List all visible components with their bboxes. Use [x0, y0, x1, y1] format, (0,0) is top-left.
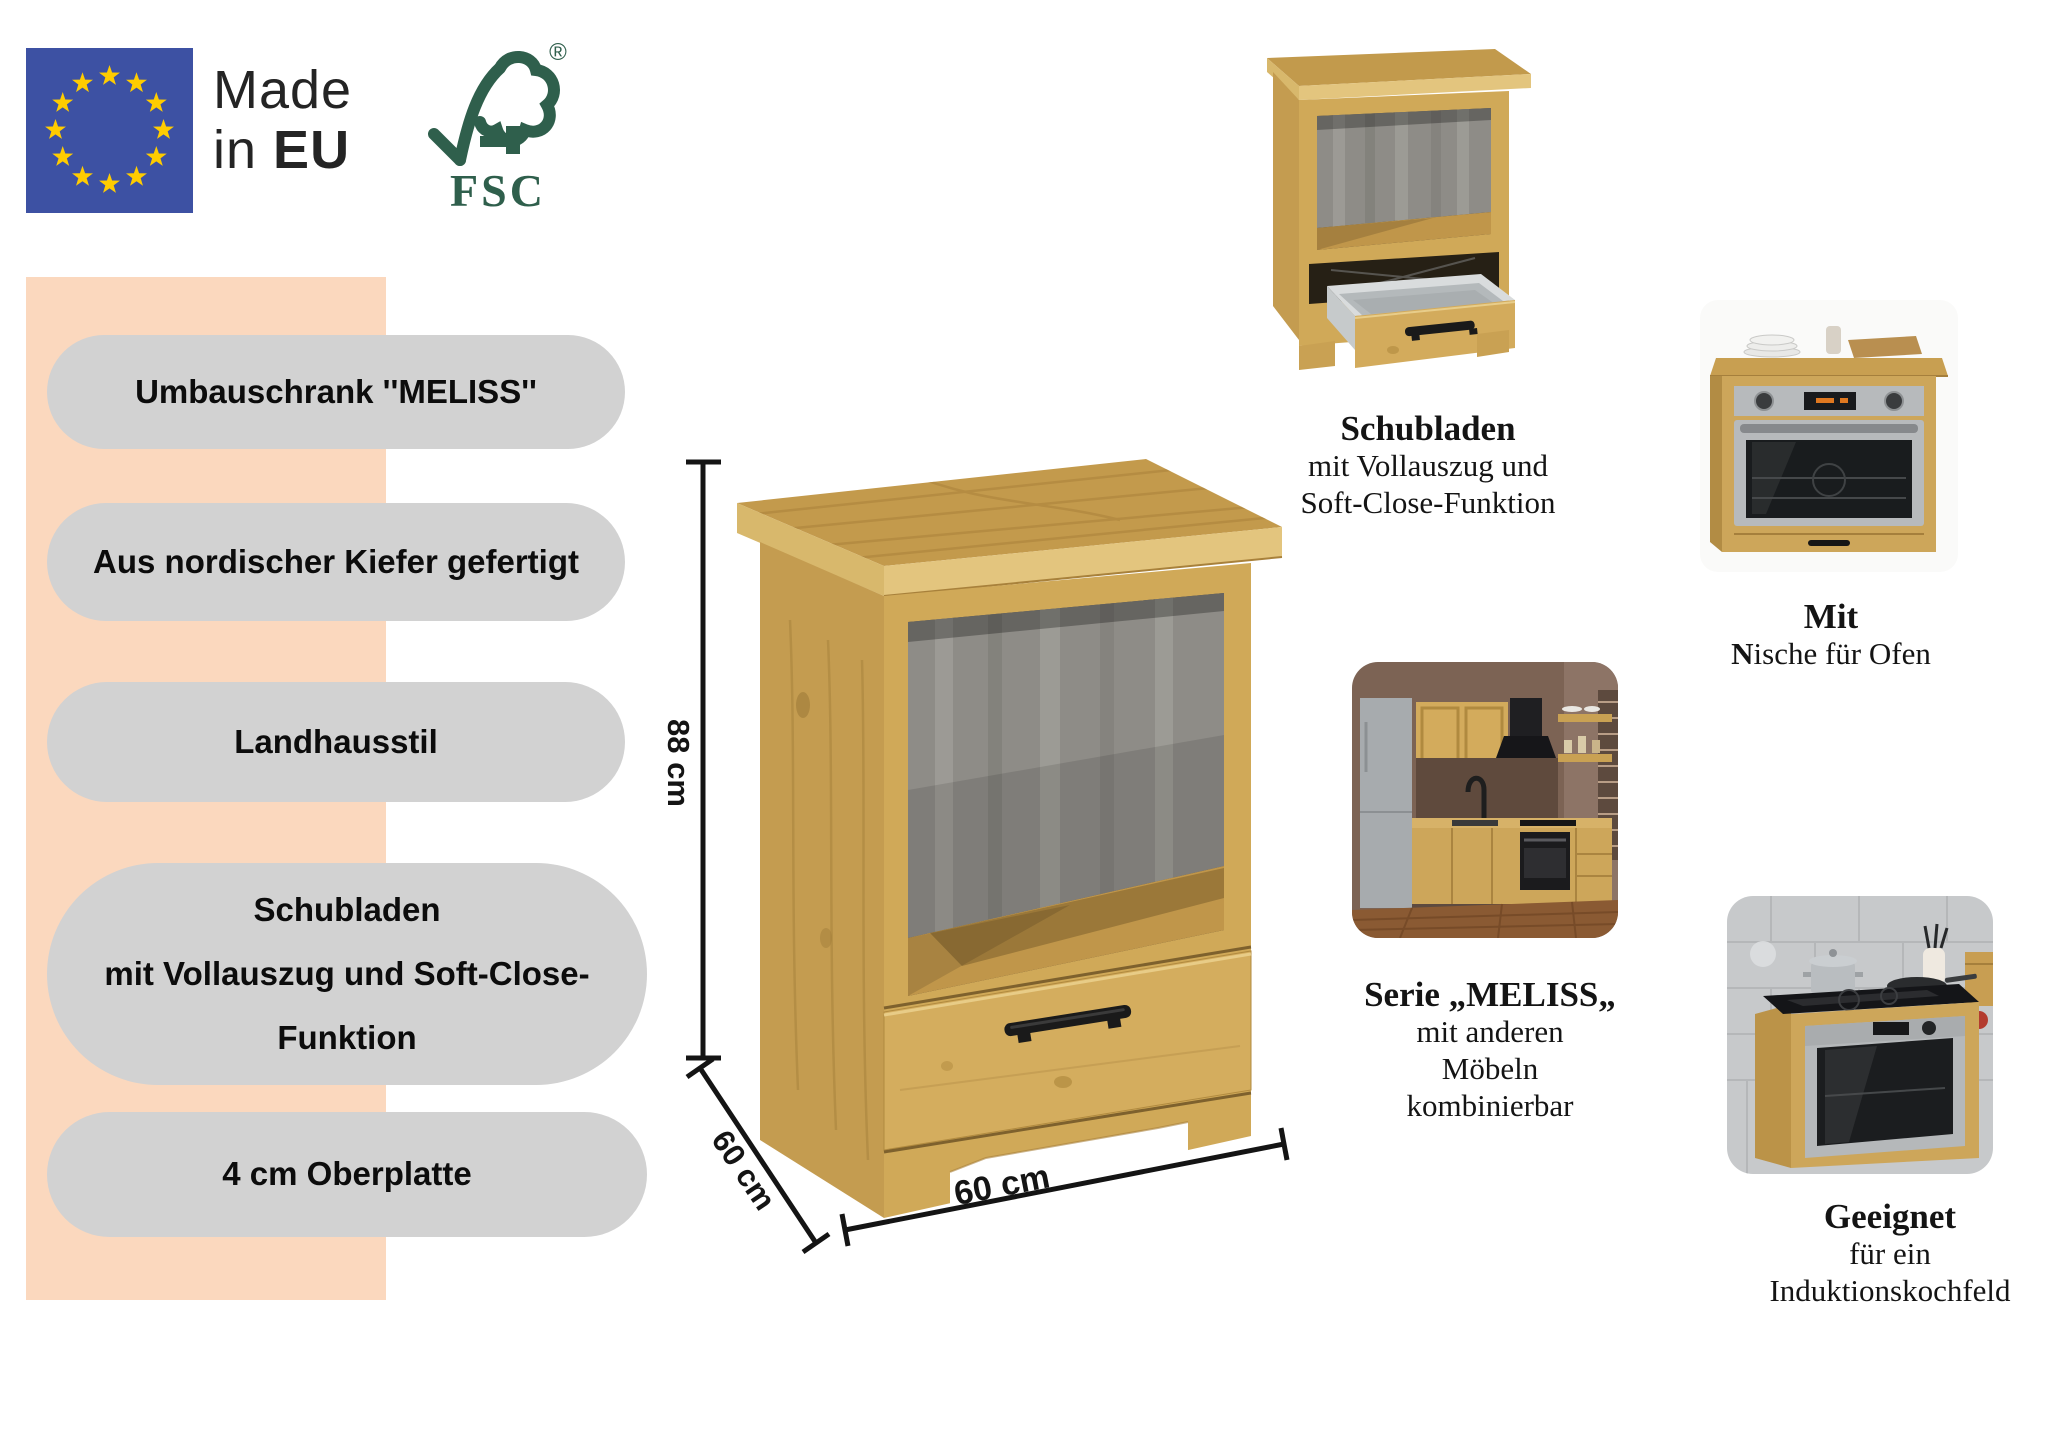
made-line: Made [213, 60, 353, 120]
fridge [1360, 698, 1412, 908]
base-cabinets [1412, 828, 1612, 904]
fsc-trunk [480, 126, 520, 154]
feature-text: Landhausstil [234, 722, 438, 760]
feature-bubble-name: Umbauschrank ''MELISS'' [47, 335, 625, 449]
caption-series-combinable: Serie „MELISS„ mit anderen Möbeln kombin… [1364, 975, 1616, 1123]
photo-kitchen-scene [1352, 662, 1618, 938]
feature-bubble-material: Aus nordischer Kiefer gefertigt [47, 503, 625, 621]
drawer-handle [1404, 320, 1478, 341]
photo-oven-cabinet [1700, 300, 1958, 572]
feature-bubble-top-panel: 4 cm Oberplatte [47, 1112, 647, 1237]
fsc-logo: ® FSC [428, 39, 567, 216]
fsc-check-tree-icon [428, 51, 560, 166]
height-dimension [686, 459, 721, 1061]
photo-open-drawer-cabinet [1267, 49, 1531, 370]
height-dimension-label: 88 cm [661, 719, 696, 807]
caption-induction-suitable: Geeignet für ein Induktionskochfeld [1769, 1197, 2011, 1308]
feature-text: Funktion [277, 1019, 417, 1056]
cabinet-top-panel [737, 459, 1283, 597]
drawer-front [883, 945, 1252, 1154]
pot-icon [1803, 949, 1863, 994]
cabinet-render: 88 cm 60 cm 60 cm [661, 459, 1290, 1270]
caption-drawer-cabinet: Schubladen mit Vollauszug und Soft-Close… [1300, 409, 1556, 520]
feature-text: Schubladen [253, 891, 441, 928]
feature-text: Aus nordischer Kiefer gefertigt [93, 542, 579, 580]
cabinet-left-side [760, 542, 884, 1218]
feature-text: mit Vollauszug und Soft-Close- [104, 955, 590, 992]
caption-oven-niche: Mit Nische für Ofen [1731, 597, 1931, 671]
feature-text: Umbauschrank ''MELISS'' [135, 372, 537, 410]
hob-cabinet-illustration [1727, 896, 1993, 1174]
range-hood [1510, 698, 1542, 736]
fsc-registered-mark: ® [549, 39, 567, 66]
feature-text: 4 cm Oberplatte [222, 1155, 472, 1193]
width-dimension [839, 1127, 1290, 1247]
eu-flag [26, 48, 193, 213]
depth-dimension [685, 1056, 831, 1255]
kitchen-scene-illustration [1352, 662, 1618, 938]
made-in-eu-label: Made in EU [213, 60, 352, 180]
feature-bubble-style: Landhausstil [47, 682, 625, 802]
dishes-on-top [1743, 326, 1922, 358]
fsc-wordmark: FSC [450, 165, 546, 216]
photo-induction-hob-cabinet [1727, 896, 1993, 1174]
oven-niche [908, 593, 1224, 996]
induction-hob [1763, 984, 1979, 1014]
drawer-handle [1004, 1004, 1132, 1043]
faucet [1465, 775, 1487, 820]
oven-cabinet-illustration [1710, 326, 1948, 552]
feature-bubble-drawers: Schubladen mit Vollauszug und Soft-Close… [47, 863, 647, 1085]
in-eu-line: in EU [213, 120, 351, 180]
